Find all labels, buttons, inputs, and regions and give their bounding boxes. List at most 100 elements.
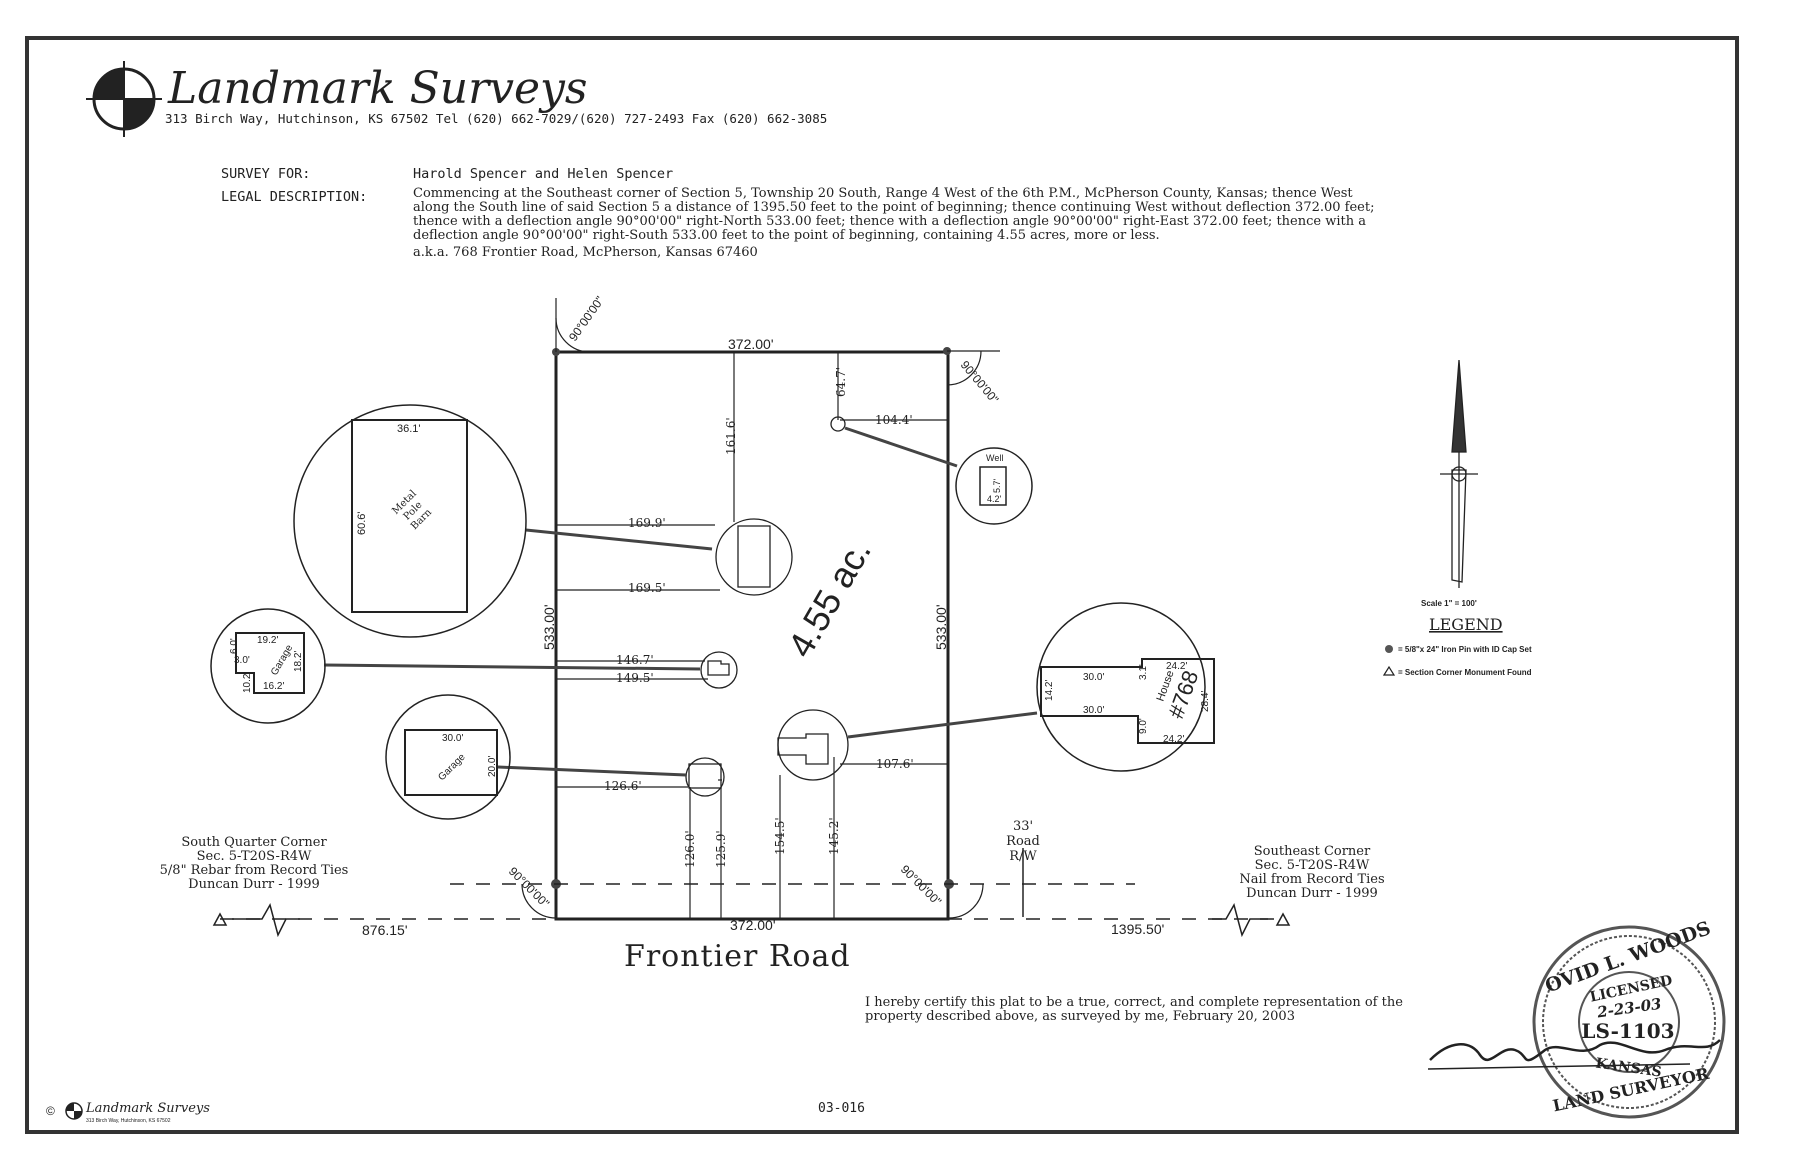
- section-corner-west-icon: [212, 912, 228, 926]
- dim-label: 64.7': [834, 367, 848, 397]
- west-tie-dimension: 876.15': [362, 922, 408, 938]
- southeast-corner-note: Southeast Corner Sec. 5-T20S-R4W Nail fr…: [1239, 844, 1384, 901]
- legal-description-label: LEGAL DESCRIPTION:: [221, 189, 367, 205]
- company-name: Landmark Surveys: [167, 63, 587, 114]
- area-label: 4.55 ac.: [779, 533, 879, 664]
- cert-line: I hereby certify this plat to be a true,…: [865, 995, 1403, 1010]
- page-border: [25, 36, 1739, 1134]
- north-arrow-icon: [1440, 359, 1478, 588]
- survey-for-value: Harold Spencer and Helen Spencer: [413, 166, 673, 182]
- cert-line: property described above, as surveyed by…: [865, 1009, 1295, 1024]
- garage1-detail: 19.2' 6.0' 3.0' 10.2' 18.2' 16.2' Garage: [210, 608, 326, 724]
- garage1-label: Garage: [269, 643, 295, 678]
- footer-company-name: Landmark Surveys: [85, 1101, 210, 1116]
- dim-label: 169.5': [628, 581, 666, 595]
- legal-line: along the South line of said Section 5 a…: [413, 200, 1374, 215]
- row-text: Road: [1006, 834, 1040, 849]
- dim-label: 107.6': [876, 757, 914, 771]
- dim-label: 126.0': [683, 830, 697, 868]
- house-left: 14.2': [1044, 680, 1055, 701]
- legend-item: = Section Corner Monument Found: [1398, 668, 1532, 677]
- row-text: 33': [1013, 819, 1033, 834]
- east-tie-dimension: 1395.50': [1111, 921, 1164, 937]
- road-right-of-way: 33' Road R/W: [1006, 819, 1040, 864]
- garage2-marker: [685, 757, 725, 797]
- well-v: 5.7': [992, 478, 1002, 493]
- row-text: R/W: [1009, 849, 1037, 864]
- garage2-detail: 30.0' 20.0' Garage: [385, 694, 511, 820]
- corner-line: Nail from Record Ties: [1239, 872, 1384, 887]
- legal-line: thence with a deflection angle 90°00'00"…: [413, 214, 1366, 229]
- job-number: 03-016: [818, 1101, 865, 1116]
- signature-line: [1427, 1063, 1691, 1070]
- dim-label: 161.6': [724, 417, 738, 455]
- house-detail: 30.0' 30.0' 14.2' 3.1' 24.2' 24.2' 28.4'…: [1036, 602, 1215, 772]
- east-line-dimension: 533.00': [933, 605, 949, 651]
- parcel: [551, 347, 954, 921]
- angle-se: 90°00'00": [898, 862, 944, 908]
- garage2-top: 30.0': [442, 733, 463, 744]
- scale-text: Scale 1" = 100': [1421, 599, 1477, 608]
- well-label: Well: [986, 453, 1003, 463]
- break-symbol-east: [1212, 903, 1268, 938]
- barn-marker: [715, 518, 793, 596]
- corner-line: Sec. 5-T20S-R4W: [1255, 858, 1370, 873]
- angle-arcs: [521, 298, 1000, 919]
- dim-label: 125.9': [714, 830, 728, 868]
- parcel-boundary: [554, 350, 950, 921]
- certification-text: I hereby certify this plat to be a true,…: [865, 995, 1403, 1024]
- barn-width: 36.1': [397, 423, 421, 435]
- corner-line: Southeast Corner: [1254, 844, 1371, 859]
- dim-label: 104.4': [875, 413, 913, 427]
- survey-for-label: SURVEY FOR:: [221, 166, 310, 182]
- barn-height: 60.6': [356, 511, 368, 535]
- seal-number: LS-1103: [1581, 1019, 1674, 1043]
- well-detail: Well 5.7' 4.2': [955, 447, 1033, 525]
- house-notch: 3.1': [1138, 664, 1149, 680]
- garage1-right: 18.2': [293, 651, 304, 672]
- dimension-labels: 161.6' 64.7' 104.4' 169.9' 169.5' 146.7'…: [604, 367, 914, 868]
- angle-ne: 90°00'00": [958, 358, 1002, 406]
- footer-logo-icon: [65, 1102, 83, 1120]
- legal-line: Commencing at the Southeast corner of Se…: [413, 186, 1353, 201]
- house-bottom-right: 24.2': [1163, 734, 1184, 745]
- corner-line: Sec. 5-T20S-R4W: [197, 849, 312, 864]
- corner-line: Duncan Durr - 1999: [1246, 886, 1378, 901]
- legend-title: LEGEND: [1429, 615, 1503, 634]
- north-line-dimension: 372.00': [728, 336, 774, 352]
- structure-markers: [685, 416, 849, 797]
- garage1-left-top: 6.0': [229, 638, 240, 654]
- south-line-dimension: 372.00': [730, 917, 776, 933]
- dim-label: 126.6': [604, 779, 642, 793]
- legal-line: deflection angle 90°00'00" right-South 5…: [413, 228, 1160, 243]
- well-marker-icon: [830, 416, 846, 432]
- house-marker: [777, 709, 849, 781]
- garage1-inner: 3.0': [234, 655, 250, 666]
- company-logo-icon: [86, 61, 162, 137]
- legend-item: = 5/8"x 24" Iron Pin with ID Cap Set: [1398, 645, 1532, 654]
- dim-label: 154.5': [773, 817, 787, 855]
- surveyor-seal: [1532, 925, 1726, 1119]
- seal-text: OVID L. WOODS LICENSED 2-23-03 LS-1103 K…: [1542, 917, 1713, 1115]
- angle-nw: 90°00'00": [566, 294, 607, 344]
- angle-sw: 90°00'00": [506, 864, 552, 910]
- house-right: 28.4': [1200, 691, 1211, 712]
- break-symbol-west: [232, 903, 300, 938]
- road-lines: [220, 848, 1282, 938]
- garage1-bottom: 16.2': [263, 681, 284, 692]
- dim-label: 145.2': [827, 817, 841, 855]
- dim-label: 146.7': [616, 653, 654, 667]
- copyright-symbol: ©: [46, 1104, 55, 1118]
- house-top-left: 30.0': [1083, 672, 1104, 683]
- corner-line: South Quarter Corner: [181, 835, 327, 850]
- south-quarter-corner-note: South Quarter Corner Sec. 5-T20S-R4W 5/8…: [160, 835, 349, 892]
- barn-detail: 36.1' 60.6' Metal Pole Barn: [293, 404, 527, 638]
- garage1-top: 19.2': [257, 635, 278, 646]
- footer-address: 313 Birch Way, Hutchinson, KS 67502: [86, 1118, 171, 1124]
- west-line-dimension: 533.00': [541, 605, 557, 651]
- garage1-marker: [700, 651, 738, 689]
- dim-label: 169.9': [628, 516, 666, 530]
- legal-line: a.k.a. 768 Frontier Road, McPherson, Kan…: [413, 245, 758, 260]
- house-step: 9.0': [1138, 718, 1149, 734]
